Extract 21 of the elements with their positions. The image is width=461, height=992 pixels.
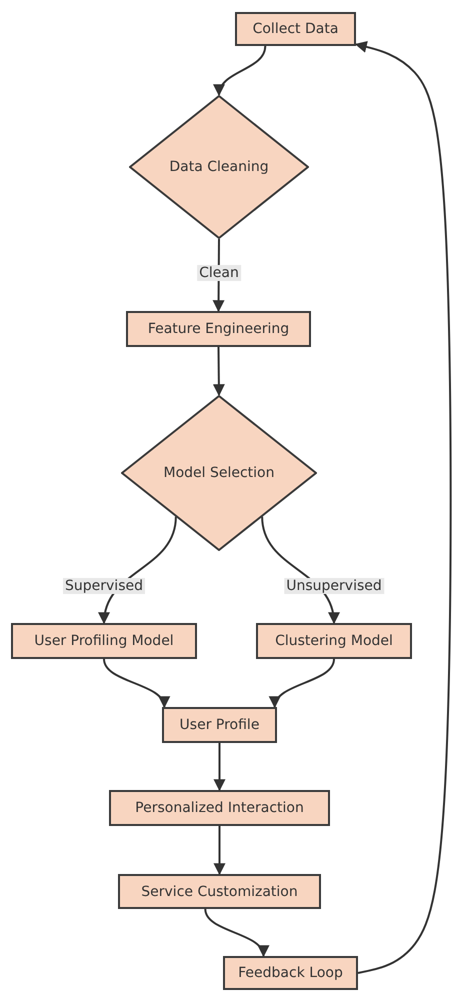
process-box: Feature Engineering <box>126 311 311 347</box>
process-box: Service Customization <box>118 874 321 909</box>
process-box: User Profile <box>162 707 277 743</box>
node-label: Data Cleaning <box>169 159 269 175</box>
process-box: Collect Data <box>235 12 356 46</box>
process-box: Clustering Model <box>256 623 412 659</box>
arrow <box>214 46 266 96</box>
arrow <box>271 658 335 708</box>
process-box: Personalized Interaction <box>109 790 330 826</box>
edge-label: Supervised <box>63 578 145 594</box>
arrow <box>212 346 225 396</box>
arrow <box>103 658 168 708</box>
arrow <box>204 908 268 958</box>
arrow <box>354 41 452 974</box>
edge-label: Clean <box>197 265 241 281</box>
arrow <box>214 743 226 792</box>
node-label: Model Selection <box>163 465 274 481</box>
arrow <box>214 826 226 876</box>
process-box: User Profiling Model <box>11 623 197 659</box>
process-box: Feedback Loop <box>223 956 358 990</box>
edge-label: Unsupervised <box>284 578 384 594</box>
